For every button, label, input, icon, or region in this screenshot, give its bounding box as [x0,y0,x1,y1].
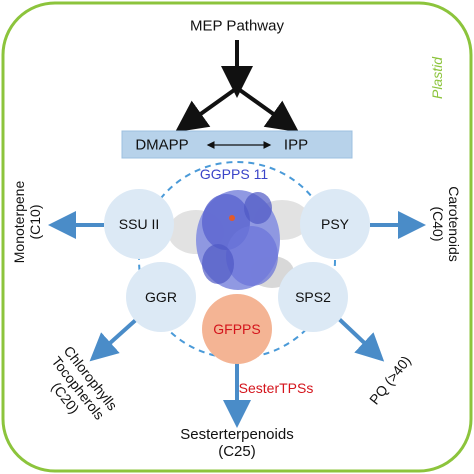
node-gfpps: GFPPS [202,294,272,364]
sesterterpenoids-name: Sesterterpenoids [180,425,294,443]
node-sps2: SPS2 [278,262,348,332]
node-ggr: GGR [126,262,196,332]
carotenoids-name: Carotenoids [446,186,463,262]
carotenoids-label: Carotenoids (C40) [430,186,462,262]
sestertpss-label: SesterTPSs [238,379,314,396]
monoterpene-name: Monoterpene [10,180,27,264]
node-gfpps-label: GFPPS [213,321,261,337]
sesterterpenoids-carbon: (C25) [218,443,256,460]
ipp-label: IPP [283,136,309,154]
pq-arrow [336,316,385,362]
node-ssu: SSU II [104,189,174,259]
ipp-branch-arrow [235,86,300,133]
dmapp-label: DMAPP [135,136,189,154]
complex-ring [138,161,336,359]
plastid-label: Plastid [428,56,445,100]
node-ggr-label: GGR [145,289,177,305]
sesterterpenoids-label: Sesterterpenoids (C25) [180,426,293,461]
monoterpene-label: Monoterpene (C10) [11,181,43,264]
node-ssu-label: SSU II [118,216,160,232]
monoterpene-carbon: (C10) [27,204,43,240]
dmapp-branch-arrow [174,86,239,133]
ggpps-label: GGPPS 11 [199,165,269,182]
node-sps2-label: SPS2 [295,289,331,305]
node-psy-label: PSY [320,216,349,232]
protein-structure-image [168,190,310,290]
mep-pathway-label: MEP Pathway [190,17,284,35]
node-psy: PSY [300,189,370,259]
chlorophylls-arrow [89,316,140,362]
carotenoids-carbon: (C40) [430,206,446,242]
